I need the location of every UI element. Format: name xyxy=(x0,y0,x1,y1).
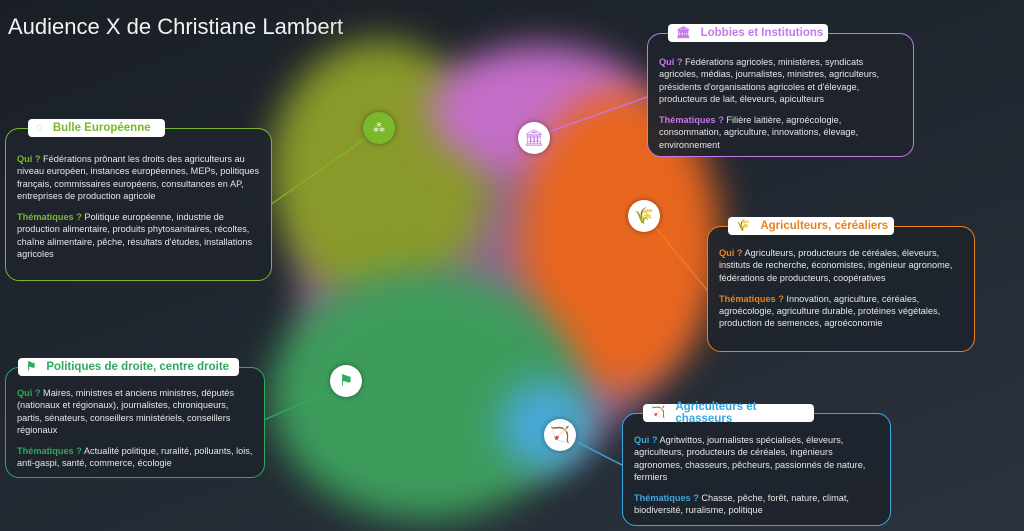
cluster-title-tab: 🏛 Lobbies et Institutions xyxy=(668,24,828,42)
qui-label: Qui ? xyxy=(634,435,658,445)
politician-podium-icon: ⚑ xyxy=(26,360,37,373)
cluster-title: Lobbies et Institutions xyxy=(700,26,824,39)
politician-podium-icon: ⚑ xyxy=(330,365,362,397)
cluster-card-cereal: 🌾 Agriculteurs, céréaliers Qui ? Agricult… xyxy=(707,217,975,352)
cluster-title-tab: 🏹 Agriculteurs et chasseurs xyxy=(643,401,814,425)
thematiques-label: Thématiques ? xyxy=(634,493,699,504)
qui-label: Qui ? xyxy=(659,57,683,67)
qui-text: Agriculteurs, producteurs de céréales, é… xyxy=(719,248,953,283)
thematiques-text: Chasse, pêche, forêt, nature, climat, bi… xyxy=(634,493,849,516)
thematiques-label: Thématiques ? xyxy=(17,446,82,457)
wheat-icon: 🌾 xyxy=(736,219,751,232)
eu-stars-icon: ⁂ xyxy=(363,112,395,144)
cluster-title: Agriculteurs, céréaliers xyxy=(760,219,889,232)
qui-label: Qui ? xyxy=(17,154,41,164)
cluster-card-droite: ⚑ Politiques de droite, centre droite Qui… xyxy=(5,358,265,478)
qui-text: Maires, ministres et anciens ministres, … xyxy=(17,388,235,435)
page-title: Audience X de Christiane Lambert xyxy=(8,14,344,39)
qui-text: Fédérations prônant les droits des agric… xyxy=(17,154,260,201)
qui-text: Fédérations agricoles, ministères, syndi… xyxy=(659,57,880,104)
thematiques-text: Innovation, agriculture, céréales, agroé… xyxy=(719,293,941,329)
institution-icon: 🏛 xyxy=(518,122,550,154)
cluster-title: Agriculteurs et chasseurs xyxy=(675,400,757,425)
cluster-card-bulle: ◌ Bulle Européenne Qui ? Fédérations prôn… xyxy=(5,119,272,281)
institution-icon: 🏛 xyxy=(676,26,691,39)
eu-stars-icon: ◌ xyxy=(36,121,43,134)
thematiques-text: Politique européenne, industrie de produ… xyxy=(17,212,253,260)
cluster-title: Bulle Européenne xyxy=(52,121,151,134)
thematiques-label: Thématiques ? xyxy=(719,293,784,304)
thematiques-label: Thématiques ? xyxy=(17,212,82,223)
cluster-title: Politiques de droite, centre droite xyxy=(46,360,230,373)
cluster-title-tab: ◌ Bulle Européenne xyxy=(28,119,165,137)
cluster-card-chasse: 🏹 Agriculteurs et chasseurs Qui ? Agritwi… xyxy=(622,401,891,526)
cluster-title-tab: ⚑ Politiques de droite, centre droite xyxy=(18,358,239,376)
qui-label: Qui ? xyxy=(719,248,743,258)
qui-text: Agritwittos, journalistes spécialisés, é… xyxy=(634,435,866,482)
hunter-icon: 🏹 xyxy=(651,406,666,419)
thematiques-label: Thématiques ? xyxy=(659,115,724,126)
thematiques-text: Actualité politique, ruralité, polluants… xyxy=(17,446,253,469)
cluster-card-lobbies: 🏛 Lobbies et Institutions Qui ? Fédératio… xyxy=(647,24,914,157)
qui-label: Qui ? xyxy=(17,388,41,398)
wheat-icon: 🌾 xyxy=(628,200,660,232)
hunter-icon: 🏹 xyxy=(544,419,576,451)
cluster-title-tab: 🌾 Agriculteurs, céréaliers xyxy=(728,217,894,235)
cluster-blob-blue xyxy=(500,380,590,470)
thematiques-text: Filière laitière, agroécologie, consomma… xyxy=(659,115,859,150)
